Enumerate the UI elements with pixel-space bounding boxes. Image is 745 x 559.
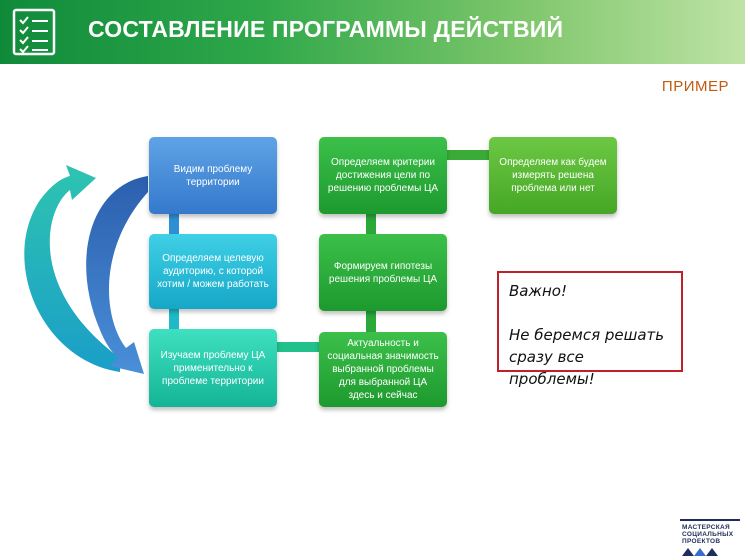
step-measure: Определяем как будем измерять решена про…: [489, 137, 617, 214]
connector-study-relevance: [277, 342, 321, 352]
page-title: СОСТАВЛЕНИЕ ПРОГРАММЫ ДЕЙСТВИЙ: [88, 16, 564, 42]
arrow-up-curve: [24, 165, 120, 372]
logo: МАСТЕРСКАЯ СОЦИАЛЬНЫХ ПРОЕКТОВ: [680, 519, 742, 557]
note-text: Не беремся решать сразу все проблемы!: [509, 326, 665, 388]
important-note: Важно! Не беремся решать сразу все пробл…: [497, 271, 683, 388]
connector-hypotheses-criteria: [366, 212, 376, 236]
connector-relevance-hypotheses: [366, 310, 376, 334]
connector-audience-study: [169, 307, 179, 331]
checklist-icon: [12, 8, 56, 56]
note-title: Важно!: [509, 282, 567, 300]
step-define-audience: Определяем целевую аудиторию, с которой …: [149, 234, 277, 309]
connector-criteria-measure: [446, 150, 490, 160]
step-see-problem: Видим проблему территории: [149, 137, 277, 214]
logo-mark: [682, 548, 718, 556]
arrow-down-curve: [86, 176, 148, 374]
step-study-problem: Изучаем проблему ЦА применительно к проб…: [149, 329, 277, 407]
step-criteria: Определяем критерии достижения цели по р…: [319, 137, 447, 214]
logo-line-3: ПРОЕКТОВ: [682, 538, 721, 546]
step-hypotheses: Формируем гипотезы решения проблемы ЦА: [319, 234, 447, 311]
example-label: ПРИМЕР: [661, 78, 729, 95]
logo-line-1: МАСТЕРСКАЯ: [682, 524, 730, 531]
logo-top-bar: [680, 519, 740, 521]
header-banner: СОСТАВЛЕНИЕ ПРОГРАММЫ ДЕЙСТВИЙ: [0, 0, 745, 64]
connector-see-audience: [169, 212, 179, 238]
step-relevance: Актуальность и социальная значимость выб…: [319, 332, 447, 407]
logo-line-2: СОЦИАЛЬНЫХ: [682, 531, 734, 539]
